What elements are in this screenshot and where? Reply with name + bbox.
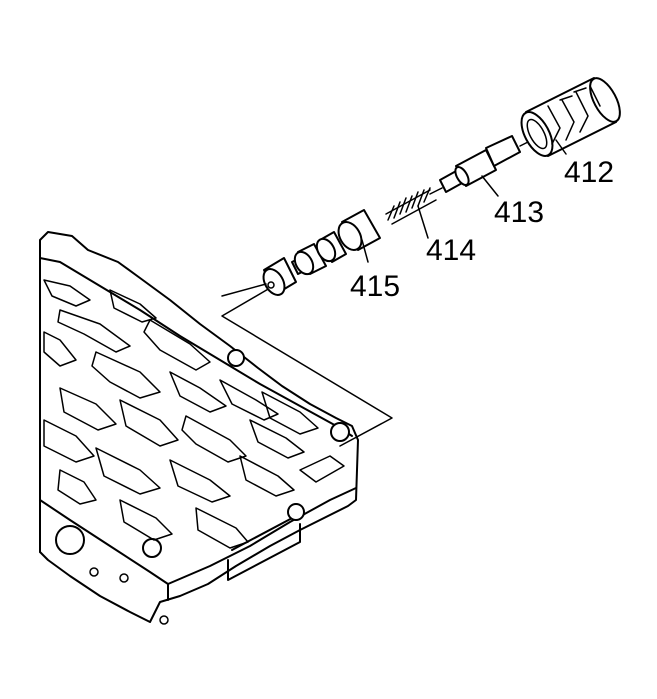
pin-hole	[159, 615, 169, 625]
part-415-valve	[221, 209, 381, 297]
part-412-sleeve	[520, 77, 621, 157]
fluid-passages	[43, 279, 345, 549]
valve-body-front-face	[39, 487, 357, 601]
callout-414: 414	[426, 234, 476, 267]
bolt-boss	[287, 503, 305, 521]
callout-413: 413	[494, 196, 544, 229]
pin-hole	[89, 567, 99, 577]
callout-412: 412	[564, 156, 614, 189]
part-414-spring	[385, 187, 443, 225]
valve-body-casting	[39, 231, 359, 623]
valve-body-top-edge	[39, 257, 353, 437]
bolt-boss	[330, 422, 350, 442]
detail-box-outline	[221, 287, 393, 447]
bolt-boss	[142, 538, 162, 558]
valve-body	[39, 231, 359, 625]
bolt-boss	[227, 349, 245, 367]
pin-hole	[119, 573, 129, 583]
callout-415: 415	[350, 270, 400, 303]
callout-leaders	[361, 139, 567, 263]
bore-opening	[55, 525, 85, 555]
part-413-plunger	[439, 135, 529, 193]
